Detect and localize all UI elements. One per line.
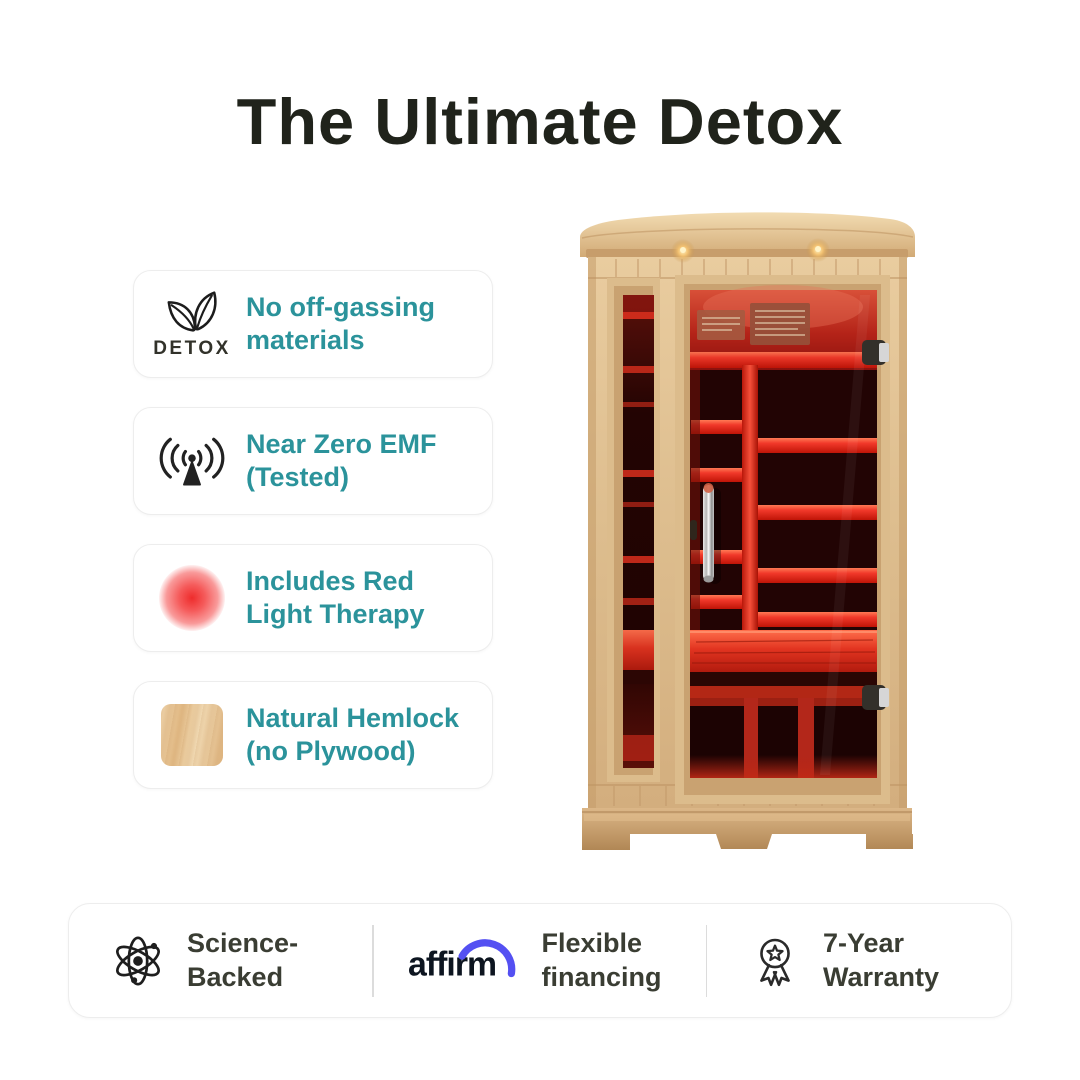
door-label-plaques — [697, 303, 810, 345]
sauna-product-image — [580, 212, 915, 850]
feature-card-hemlock: Natural Hemlock (no Plywood) — [133, 681, 493, 789]
trust-bar: Science- Backed affirm Flexible financin… — [68, 903, 1012, 1018]
door-handle — [703, 483, 721, 584]
trust-item-text: Science- Backed — [187, 927, 299, 992]
award-ribbon-icon — [747, 932, 803, 990]
trust-item-financing: affirm Flexible financing — [374, 904, 706, 1017]
red-light-glow-icon — [158, 565, 226, 631]
affirm-logo: affirm — [408, 938, 522, 984]
page-title: The Ultimate Detox — [236, 85, 844, 158]
sauna-side-window — [607, 278, 660, 782]
sauna-door — [675, 275, 890, 804]
feature-card-list: DETOX No off-gassing materials — [133, 270, 493, 789]
detox-leaves-icon: DETOX — [153, 289, 228, 360]
trust-item-science: Science- Backed — [69, 904, 372, 1017]
feature-card-emf: Near Zero EMF (Tested) — [133, 407, 493, 515]
detox-caption: DETOX — [153, 337, 231, 359]
svg-text:affirm: affirm — [408, 945, 496, 983]
trust-item-warranty: 7-Year Warranty — [707, 904, 1010, 1017]
trust-item-text: Flexible financing — [541, 927, 662, 992]
emf-antenna-icon — [158, 432, 226, 490]
sauna-crown — [580, 212, 915, 257]
feature-card-red-light: Includes Red Light Therapy — [133, 544, 493, 652]
divider — [372, 924, 374, 997]
door-hinge-bottom — [862, 685, 889, 710]
feature-card-detox: DETOX No off-gassing materials — [133, 270, 493, 378]
feature-card-text: Natural Hemlock (no Plywood) — [246, 703, 460, 766]
hemlock-wood-swatch-icon — [158, 704, 226, 766]
atom-icon — [109, 932, 167, 990]
feature-card-text: No off-gassing materials — [246, 292, 435, 355]
divider — [705, 924, 707, 997]
door-hinge-top — [862, 340, 889, 365]
trust-item-text: 7-Year Warranty — [823, 927, 940, 992]
feature-card-text: Near Zero EMF (Tested) — [246, 429, 437, 492]
feature-card-text: Includes Red Light Therapy — [246, 566, 425, 629]
door-glass — [690, 285, 877, 778]
